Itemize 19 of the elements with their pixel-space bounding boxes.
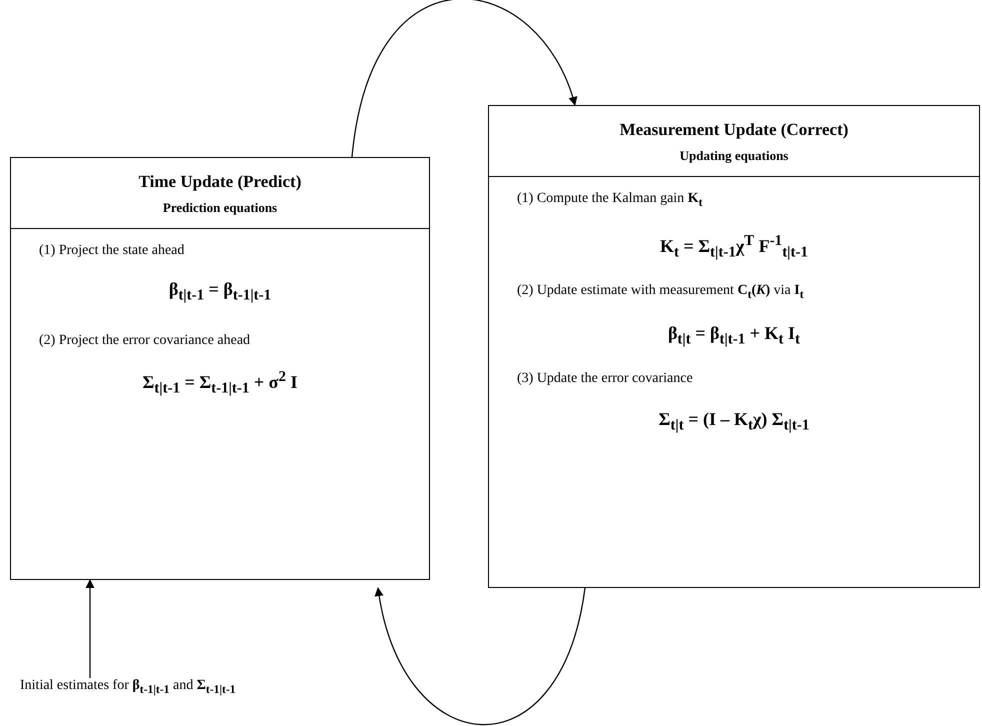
equation: β$_{t|t}$ = β$_{t|t-1}$ + K$_{t}$ I$_{t}$ [666, 323, 802, 349]
box-subtitle: Updating equations [678, 148, 790, 164]
equation: β$_{t|t-1}$ = β$_{t-1|t-1}$ [168, 279, 272, 305]
arrow [351, 0, 576, 158]
process-box [488, 105, 980, 588]
step-text: (1) Compute the Kalman gain K$_{t}$ [517, 191, 704, 209]
step-text: (3) Update the error covariance [517, 370, 694, 387]
step-text: (1) Project the state ahead [39, 243, 186, 259]
step-text: (2) Update estimate with measurement C$_{t}$(K) via I$_{t}$ [517, 283, 805, 302]
annotation-text: Initial estimates for β$_{t-1|t-1}$ and Σ$_{t-1|t-1}$ [20, 678, 350, 696]
process-box [10, 157, 430, 580]
arrow [86, 579, 94, 678]
step-text: (2) Project the error covariance ahead [39, 332, 252, 349]
box-title: Measurement Update (Correct) [618, 120, 850, 140]
equation: Σ$_{t|t-1}$ = Σ$_{t-1|t-1}$ + σ$^{2}$ I [142, 368, 298, 398]
arrow [375, 587, 586, 726]
equation: Σ$_{t|t}$ = (I – K$_{t}$χ) Σ$_{t|t-1}$ [658, 408, 810, 434]
box-title: Time Update (Predict) [138, 172, 302, 192]
box-subtitle: Prediction equations [162, 200, 278, 216]
